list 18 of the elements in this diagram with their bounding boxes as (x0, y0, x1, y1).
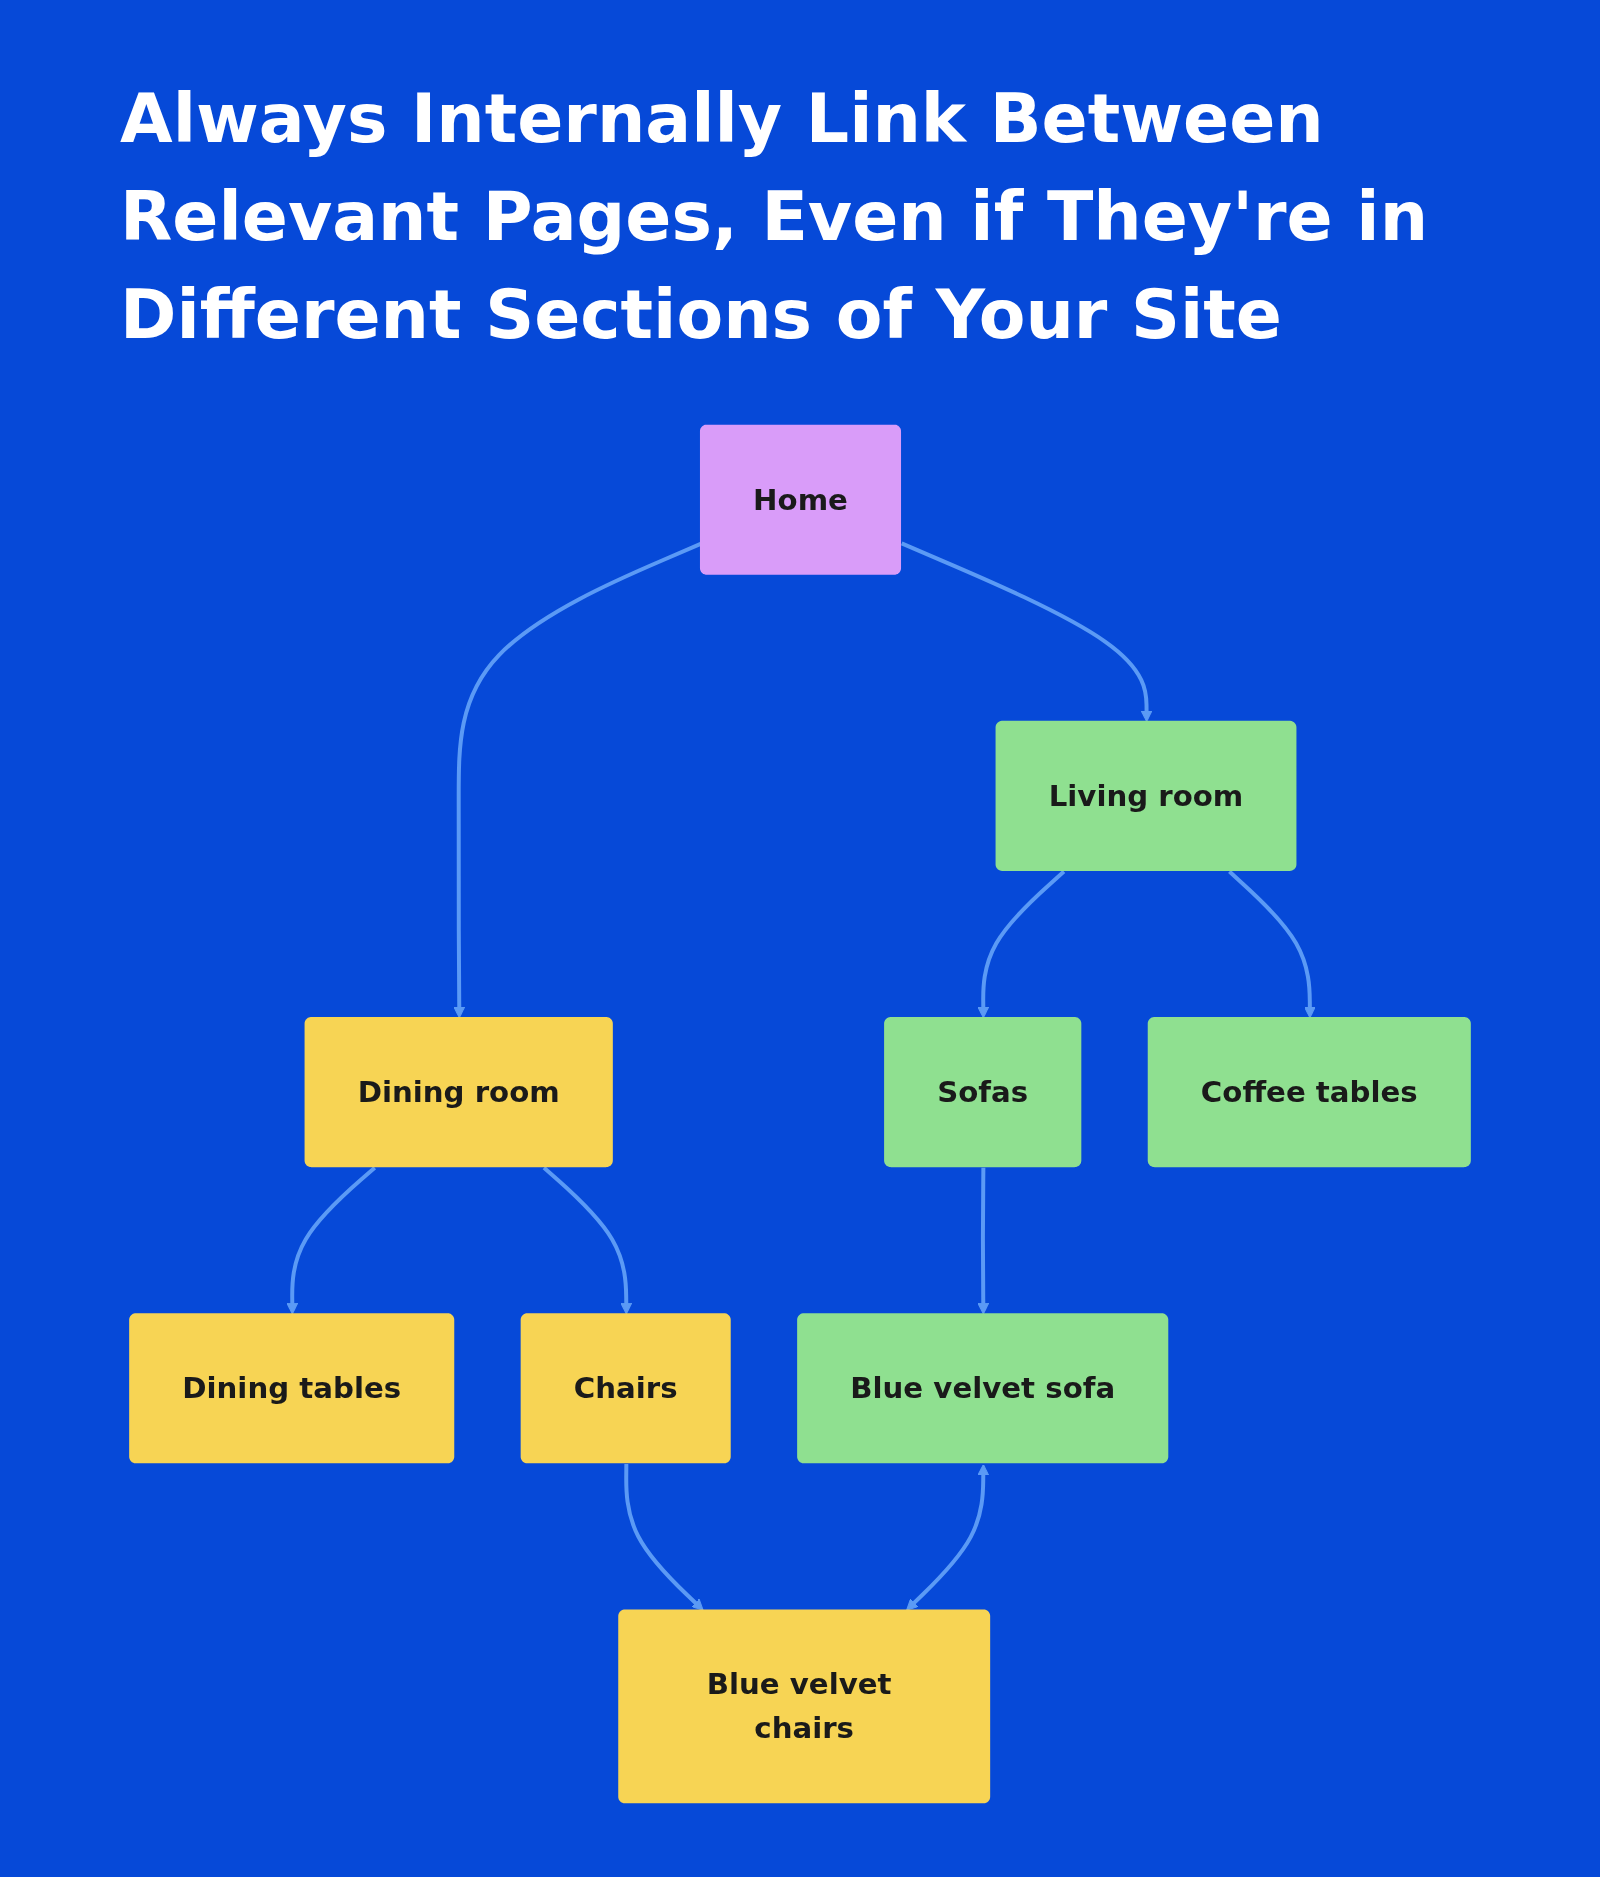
title: Always Internally Link Between Relevant Pages, Even if They're in Different Sections of Your Site (120, 78, 1430, 356)
node-box: Home (699, 424, 902, 575)
arrow (906, 1464, 990, 1611)
node-box: Living room (995, 720, 1297, 871)
arrow (977, 1167, 990, 1315)
node-box: Blue velvet sofa (797, 1313, 1169, 1464)
node-box: Dining room (304, 1017, 613, 1168)
arrow (900, 541, 1153, 723)
node-box: Dining tables (129, 1313, 455, 1464)
arrow (977, 870, 1066, 1019)
arrow (624, 1464, 704, 1611)
node-box: Blue velvet chairs (618, 1609, 991, 1804)
node-box: Chairs (520, 1313, 731, 1464)
arrow (542, 1166, 633, 1315)
node-box: Coffee tables (1147, 1017, 1471, 1168)
arrow (286, 1166, 377, 1315)
node-box: Sofas (884, 1017, 1082, 1168)
arrow (1228, 870, 1316, 1019)
